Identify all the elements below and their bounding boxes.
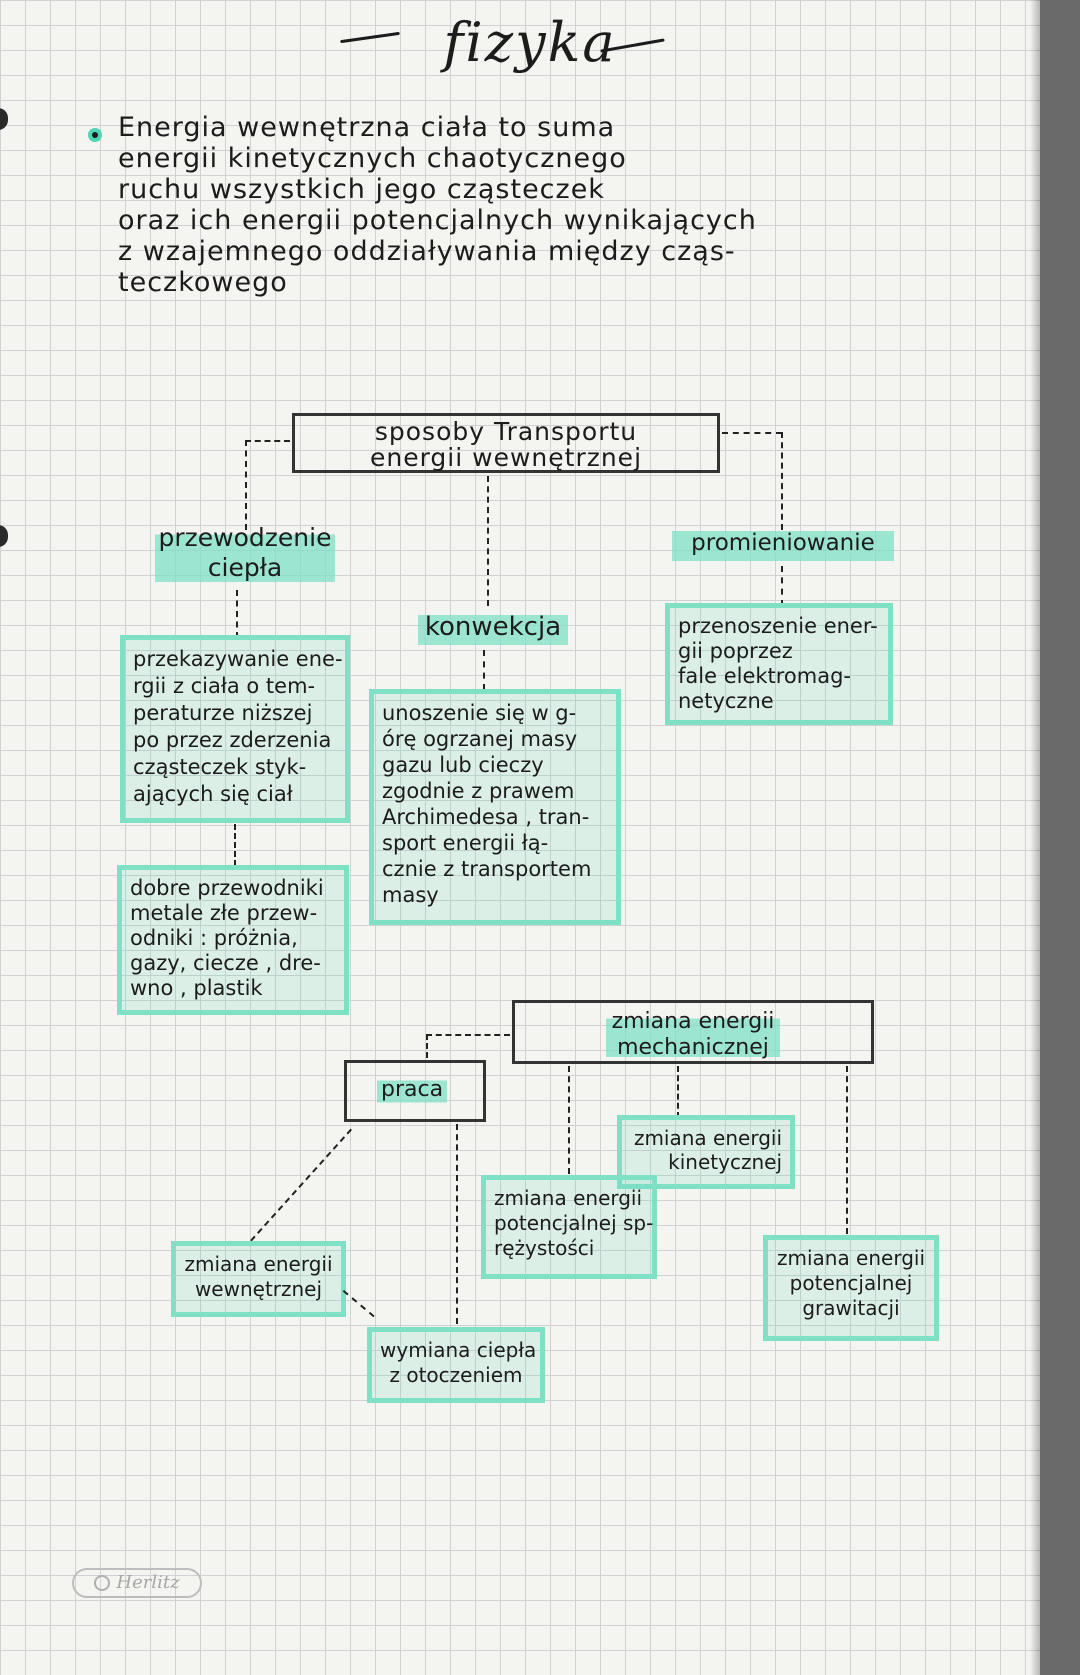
radiation-definition-line: netyczne: [678, 689, 774, 713]
binder-hole: [0, 525, 8, 547]
connector-line: [677, 1066, 679, 1118]
elastic-potential-energy-line: zmiana energii: [494, 1186, 643, 1210]
radiation-definition-box: przenoszenie ener- gii poprzez fale elek…: [670, 608, 888, 720]
conduction-definition-line: rgii z ciała o tem-: [133, 674, 316, 698]
convection-definition-line: órę ogrzanej masy: [382, 727, 578, 751]
convection-definition-line: gazu lub cieczy: [382, 753, 544, 777]
elastic-potential-energy-line: potencjalnej sp-: [494, 1211, 654, 1235]
transport-methods-line: energii wewnętrznej: [369, 443, 643, 472]
connector-line: [426, 1034, 428, 1058]
conduction-label-line: ciepła: [207, 553, 283, 582]
binder-hole: [0, 108, 8, 130]
connector-line: [234, 824, 236, 866]
convection-definition-line: cznie z transportem: [382, 857, 592, 881]
convection-label-line: konwekcja: [424, 612, 562, 642]
mechanical-energy-line: zmiana energii: [611, 1009, 775, 1034]
page-edge: [1040, 0, 1080, 1675]
heat-exchange-line: z otoczeniem: [389, 1363, 523, 1387]
conduction-definition-line: ających się ciał: [133, 782, 293, 806]
convection-definition-line: masy: [382, 883, 439, 907]
brand-mark-icon: [94, 1575, 111, 1591]
connector-line: [456, 1124, 458, 1324]
connector-line: [781, 432, 783, 530]
connector-line: [250, 1128, 352, 1242]
intro-line: energii kinetycznych chaotycznego: [118, 143, 627, 174]
connector-line: [245, 440, 290, 442]
connector-line: [483, 650, 485, 690]
intro-line: Energia wewnętrzna ciała to suma: [118, 112, 616, 143]
radiation-definition-line: gii poprzez: [678, 639, 793, 663]
notebook-brand-logo: Herlitz: [72, 1568, 202, 1598]
intro-line: ruchu wszystkich jego cząsteczek: [118, 174, 605, 205]
mechanical-energy-change-box: zmiana energii mechanicznej: [512, 1000, 874, 1064]
conduction-definition-line: cząsteczek styk-: [133, 755, 307, 779]
convection-label: konwekcja: [418, 608, 568, 648]
kinetic-energy-line: zmiana energii: [633, 1126, 782, 1150]
connector-line: [426, 1034, 510, 1036]
page-edge-shadow: [1030, 0, 1040, 1675]
convection-definition-line: unoszenie się w g-: [382, 701, 577, 725]
internal-energy-line: zmiana energii: [184, 1252, 333, 1276]
transport-methods-box: sposoby Transportu energii wewnętrznej: [292, 413, 720, 473]
connector-line: [568, 1066, 570, 1174]
kinetic-energy-change-box: zmiana energii kinetycznej: [622, 1120, 790, 1184]
gravitational-potential-energy-line: grawitacji: [802, 1296, 900, 1320]
conduction-definition-line: po przez zderzenia: [133, 728, 332, 752]
intro-line: z wzajemnego oddziaływania między cząs-: [118, 236, 736, 267]
internal-energy-change-box: zmiana energii wewnętrznej: [176, 1246, 341, 1312]
radiation-label: promieniowanie: [672, 524, 894, 564]
intro-line: teczkowego: [118, 267, 288, 298]
conductors-examples-line: gazy, ciecze , dre-: [130, 951, 321, 975]
conductors-examples-box: dobre przewodniki metale złe przew- odni…: [122, 870, 344, 1010]
intro-definition: Energia wewnętrzna ciała to suma energii…: [118, 112, 757, 298]
brand-logo-text: Herlitz: [116, 1572, 180, 1593]
conductors-examples-line: metale złe przew-: [130, 901, 318, 925]
transport-methods-line: sposoby Transportu: [374, 417, 638, 446]
conduction-label: przewodzenie ciepła: [155, 523, 335, 587]
connector-line: [236, 590, 238, 638]
conductors-examples-line: wno , plastik: [130, 976, 263, 1000]
heat-exchange-line: wymiana ciepła: [380, 1338, 537, 1362]
connector-line: [722, 432, 782, 434]
title-underline-left: [340, 31, 400, 44]
work-label: praca: [377, 1075, 448, 1105]
elastic-potential-energy-change-box: zmiana energii potencjalnej sp- rężystoś…: [486, 1180, 654, 1274]
conduction-label-line: przewodzenie: [158, 523, 332, 552]
convection-definition-line: zgodnie z prawem: [382, 779, 575, 803]
internal-energy-line: wewnętrznej: [194, 1277, 323, 1301]
mechanical-energy-highlight: zmiana energii mechanicznej: [605, 1009, 781, 1061]
radiation-definition-line: przenoszenie ener-: [678, 614, 878, 638]
intro-line: oraz ich energii potencjalnych wynikając…: [118, 205, 757, 236]
radiation-definition-line: fale elektromag-: [678, 664, 852, 688]
convection-definition-box: unoszenie się w g- órę ogrzanej masy gaz…: [374, 694, 616, 920]
conduction-definition-box: przekazywanie ene- rgii z ciała o tem- p…: [125, 640, 345, 818]
kinetic-energy-line: kinetycznej: [668, 1150, 782, 1174]
radiation-label-line: promieniowanie: [691, 530, 875, 556]
gravitational-potential-energy-line: zmiana energii: [776, 1246, 926, 1270]
conduction-definition-line: peraturze niższej: [133, 701, 313, 725]
connector-line: [342, 1290, 375, 1318]
convection-definition-line: sport energii łą-: [382, 831, 549, 855]
conduction-definition-line: przekazywanie ene-: [133, 647, 343, 671]
page-title: fizyka: [443, 11, 617, 74]
connector-line: [846, 1066, 848, 1234]
connector-line: [781, 566, 783, 606]
mechanical-energy-line: mechanicznej: [617, 1035, 769, 1060]
convection-definition-line: Archimedesa , tran-: [382, 805, 590, 829]
elastic-potential-energy-line: rężystości: [494, 1236, 595, 1260]
gravitational-potential-energy-line: potencjalnej: [789, 1271, 913, 1295]
heat-exchange-box: wymiana ciepła z otoczeniem: [372, 1332, 540, 1398]
connector-line: [245, 440, 247, 530]
conductors-examples-line: odniki : próżnia,: [130, 926, 298, 950]
connector-line: [487, 476, 489, 606]
work-box: praca: [344, 1060, 486, 1122]
gravitational-potential-energy-change-box: zmiana energii potencjalnej grawitacji: [768, 1240, 934, 1336]
conductors-examples-line: dobre przewodniki: [130, 876, 324, 900]
bullet-icon: [88, 128, 102, 142]
